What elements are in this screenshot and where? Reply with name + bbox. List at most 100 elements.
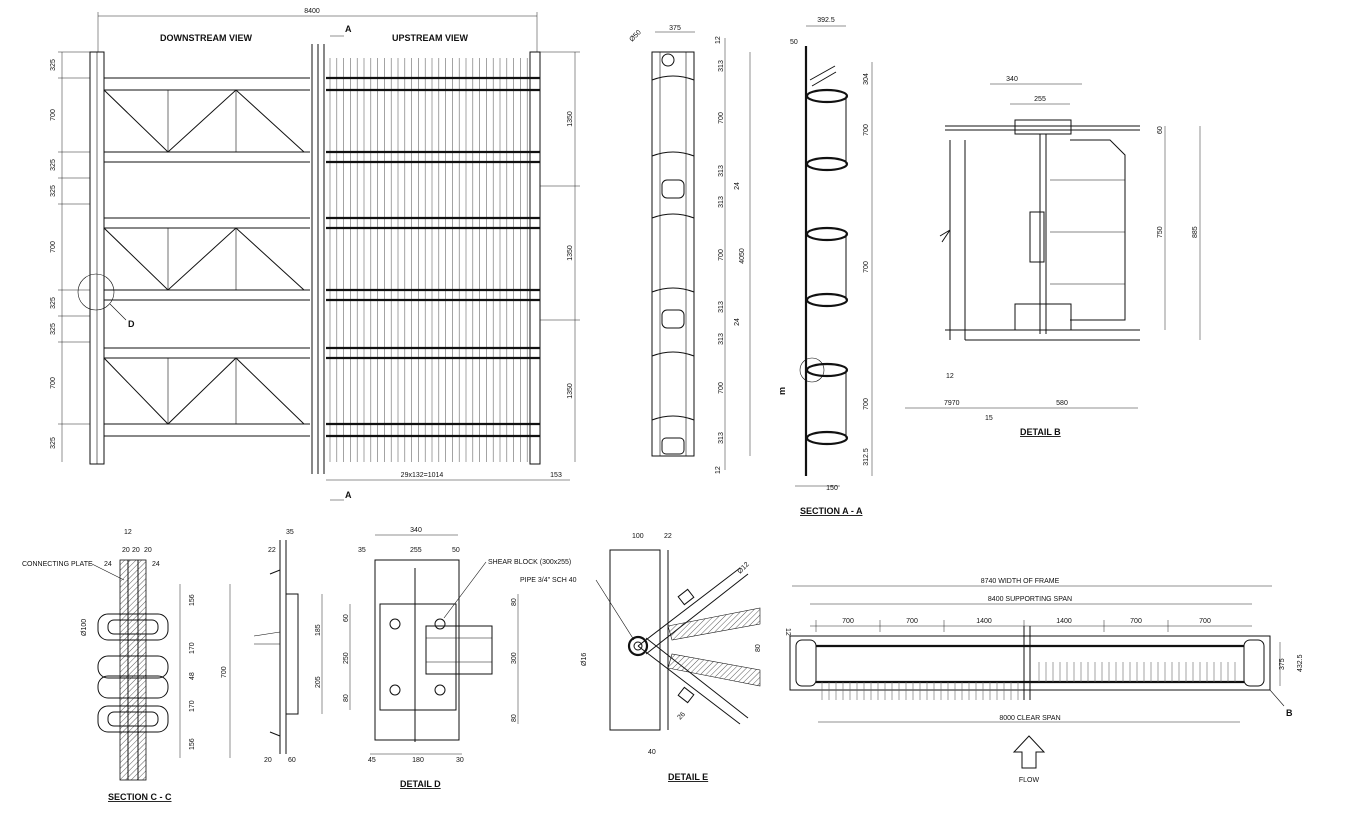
aa-dim-label: 700 — [863, 124, 870, 136]
side-dim-label: 313 — [718, 333, 725, 345]
plate-top-dim-2: 22 — [268, 547, 276, 554]
left-dim-label: 700 — [50, 377, 57, 389]
detail-b: 340 255 60 750 885 12 7970 15 580 DETAIL… — [905, 76, 1201, 437]
left-dim-label: 325 — [50, 437, 57, 449]
cc-top-dim-4: 20 — [144, 547, 152, 554]
aa-dim-label: 700 — [863, 261, 870, 273]
aa-dim-label: 304 — [863, 73, 870, 85]
aa-ring — [805, 88, 849, 104]
plan-span-label: 700 — [1199, 618, 1211, 625]
supporting-span: 8400 SUPPORTING SPAN — [988, 596, 1072, 603]
plan-span-label: 1400 — [1056, 618, 1072, 625]
cc-top-dim-3: 20 — [132, 547, 140, 554]
detail-e-dim-12: 12 — [784, 628, 791, 636]
plan-span-label: 700 — [842, 618, 854, 625]
detail-b-right-dim-1: 60 — [1157, 126, 1164, 134]
elevation-views: 8400 DOWNSTREAM VIEW UPSTREAM VIEW A A 3… — [50, 8, 580, 501]
side-rib — [651, 415, 695, 421]
section-mark-bottom: A — [345, 490, 352, 500]
cc-dia: Ø100 — [81, 619, 88, 636]
aa-ring — [805, 362, 849, 378]
side-bottom-small: 12 — [715, 466, 722, 474]
detail-b-top-dim-1: 340 — [1006, 76, 1018, 83]
detail-d-callout: D — [128, 319, 135, 329]
detail-b-bottom-dim-2: 7970 — [944, 400, 960, 407]
detail-e-bottom-dim: 40 — [648, 749, 656, 756]
section-aa-bottom-dim: 150 — [826, 485, 838, 492]
plate-bottom-dim-2: 60 — [288, 757, 296, 764]
overall-width-dim: 8400 — [304, 8, 320, 15]
side-dim-label: 700 — [718, 382, 725, 394]
cc-top-dim-1: 12 — [124, 529, 132, 536]
plan-right-dim-1: 375 — [1279, 658, 1286, 670]
right-dim-label: 1350 — [567, 111, 574, 127]
side-dim-label: 313 — [718, 60, 725, 72]
width-of-frame: 8740 WIDTH OF FRAME — [981, 578, 1060, 585]
side-top-dim: 375 — [669, 25, 681, 32]
detail-d-bottom-dim-1: 45 — [368, 757, 376, 764]
side-dia-label: Ø50 — [628, 29, 642, 43]
cc-right-dim-4: 170 — [189, 700, 196, 712]
flow-label: FLOW — [1019, 777, 1040, 784]
aa-ring — [805, 156, 849, 172]
side-section: 375 Ø50 3137003133137003133137003132424 … — [628, 25, 751, 474]
truss-diagonal — [103, 357, 305, 425]
connecting-plate-label: CONNECTING PLATE — [22, 561, 93, 568]
detail-e-top-dim-2: 22 — [664, 533, 672, 540]
upstream-view-title: UPSTREAM VIEW — [392, 33, 469, 43]
section-cc: CONNECTING PLATE 12 20 20 20 24 24 Ø100 … — [22, 529, 231, 802]
side-rib — [651, 75, 695, 81]
side-dim-label: 700 — [718, 112, 725, 124]
detail-d-right-dim-2: 300 — [511, 652, 518, 664]
detail-d-title: DETAIL D — [400, 779, 441, 789]
detail-d-left-dim-3: 80 — [343, 694, 350, 702]
side-dim-label: 313 — [718, 196, 725, 208]
detail-b-top-dim-2: 255 — [1034, 96, 1046, 103]
detail-e-dim-dia16: Ø16 — [581, 653, 588, 666]
detail-b-right-dim-3: 885 — [1192, 226, 1199, 238]
plate-top-dim-1: 35 — [286, 529, 294, 536]
pipe-label: PIPE 3/4" SCH 40 — [520, 577, 577, 584]
detail-e-dim-80: 80 — [755, 644, 762, 652]
aa-dim-label: 700 — [863, 398, 870, 410]
detail-d-bottom-dim-3: 30 — [456, 757, 464, 764]
side-base-lug — [661, 437, 685, 455]
cc-right-dim-2: 170 — [189, 642, 196, 654]
bottom-dim-pitch: 29x132=1014 — [401, 472, 444, 479]
detail-d-top-dim-4: 50 — [452, 547, 460, 554]
plate-right-dim-2: 205 — [315, 676, 322, 688]
left-dim-label: 325 — [50, 185, 57, 197]
side-lug — [661, 309, 685, 329]
detail-b-bottom-dim-4: 580 — [1056, 400, 1068, 407]
truss-diagonal — [103, 227, 305, 291]
side-total-dim: 4050 — [739, 248, 746, 264]
detail-e-top-dim-1: 100 — [632, 533, 644, 540]
plan-span-label: 1400 — [976, 618, 992, 625]
section-cc-title: SECTION C - C — [108, 792, 172, 802]
downstream-view-title: DOWNSTREAM VIEW — [160, 33, 253, 43]
left-dim-label: 325 — [50, 159, 57, 171]
shear-block-label: SHEAR BLOCK (300x255) — [488, 559, 571, 566]
detail-b-bottom-dim-1: 12 — [946, 373, 954, 380]
side-lug — [661, 179, 685, 199]
detail-d-top-dim-3: 255 — [410, 547, 422, 554]
aa-ring — [805, 226, 849, 242]
detail-e-dim-26: 26 — [676, 711, 687, 722]
truss-diagonal — [103, 89, 305, 153]
detail-e: 100 22 PIPE 3/4" SCH 40 Ø12 Ø16 80 12 26… — [520, 533, 791, 782]
aa-ring — [805, 292, 849, 308]
right-dim-label: 1350 — [567, 245, 574, 261]
detail-d-left-dim-1: 60 — [343, 614, 350, 622]
detail-d-right-dim-3: 80 — [511, 714, 518, 722]
plan-view: 8740 WIDTH OF FRAME 8400 SUPPORTING SPAN… — [789, 578, 1304, 784]
plate-bottom-dim-1: 20 — [264, 757, 272, 764]
detail-d-top-dim-1: 340 — [410, 527, 422, 534]
detail-e-title: DETAIL E — [668, 772, 708, 782]
section-aa-title: SECTION A - A — [800, 506, 863, 516]
flow-arrow-icon — [1012, 735, 1046, 769]
detail-e-dim-dia12: Ø12 — [736, 561, 750, 575]
side-rib — [651, 351, 695, 357]
